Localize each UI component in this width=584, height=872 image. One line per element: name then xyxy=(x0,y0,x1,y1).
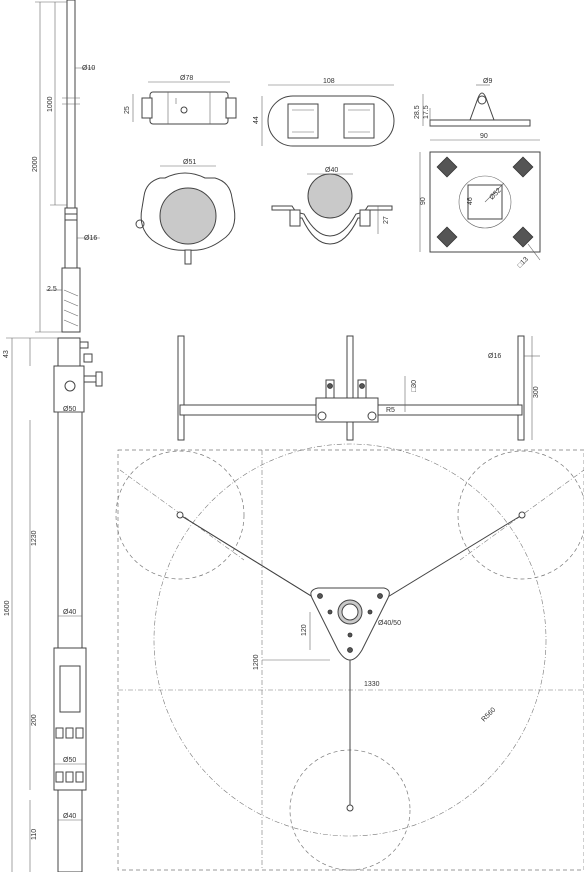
mast-dia-50b: Ø50 xyxy=(63,757,76,764)
tripod-plan-view: 120 Ø40/50 1200 1330 R560 xyxy=(115,443,584,871)
mast-200: 200 xyxy=(31,714,38,726)
air-terminal-rod-view: Ø10 1000 2000 Ø16 2.5 xyxy=(32,0,100,333)
rod-dia-bottom: Ø16 xyxy=(84,235,97,242)
saddle-length: 108 xyxy=(323,78,335,85)
saddle-side-dia: Ø40 xyxy=(325,167,338,174)
rod-len-2-5: 2.5 xyxy=(47,286,57,293)
mast-dia-50a: Ø50 xyxy=(63,406,76,413)
saddle-side-view: Ø40 27 xyxy=(271,167,393,245)
tripod-dia: Ø40/50 xyxy=(378,620,401,627)
mast-1230: 1230 xyxy=(31,530,38,546)
lug-h2: 17.5 xyxy=(423,105,430,119)
saddle-side-h: 27 xyxy=(383,216,390,224)
plate-46: 46 xyxy=(467,197,474,205)
crossbar-view: Ø16 □30 300 R5 xyxy=(177,335,540,441)
tripod-1200: 1200 xyxy=(253,654,260,670)
tripod-1330: 1330 xyxy=(364,681,380,688)
plate-height: 90 xyxy=(420,197,427,205)
clamp-dia: Ø78 xyxy=(180,75,193,82)
rod-len-1000: 1000 xyxy=(47,96,54,112)
saddle-width: 44 xyxy=(253,116,260,124)
tripod-r560: R560 xyxy=(480,707,497,724)
mast-dia-40a: Ø40 xyxy=(63,609,76,616)
mast-110: 110 xyxy=(31,829,38,840)
crossbar-dia: Ø16 xyxy=(488,353,501,360)
clamp-round-view: Ø51 xyxy=(135,159,236,265)
lug-h1: 28.5 xyxy=(414,105,421,119)
mast-view: 43 Ø50 1230 1600 Ø40 200 Ø50 Ø40 110 xyxy=(3,337,103,872)
plate-square: □13 xyxy=(516,256,530,270)
crossbar-r5: R5 xyxy=(386,407,395,414)
crossbar-square: □30 xyxy=(411,380,418,392)
saddle-top-view: 108 44 xyxy=(253,78,395,147)
mast-dia-40b: Ø40 xyxy=(63,813,76,820)
clamp-height: 25 xyxy=(124,106,131,114)
lug-view: Ø9 28.5 17.5 xyxy=(414,78,531,127)
mast-1600: 1600 xyxy=(4,600,11,616)
clamp-round-dia: Ø51 xyxy=(183,159,196,166)
mast-43: 43 xyxy=(3,350,10,358)
tripod-120: 120 xyxy=(301,624,308,636)
plate-width: 90 xyxy=(480,133,488,140)
lug-hole: Ø9 xyxy=(483,78,492,85)
clamp-top-view: Ø78 25 xyxy=(124,75,237,125)
rod-dia-top: Ø10 xyxy=(82,65,95,72)
crossbar-300: 300 xyxy=(533,386,540,398)
base-plate-view: 90 90 Ø52 46 □13 xyxy=(419,133,541,270)
rod-len-2000: 2000 xyxy=(32,156,39,172)
